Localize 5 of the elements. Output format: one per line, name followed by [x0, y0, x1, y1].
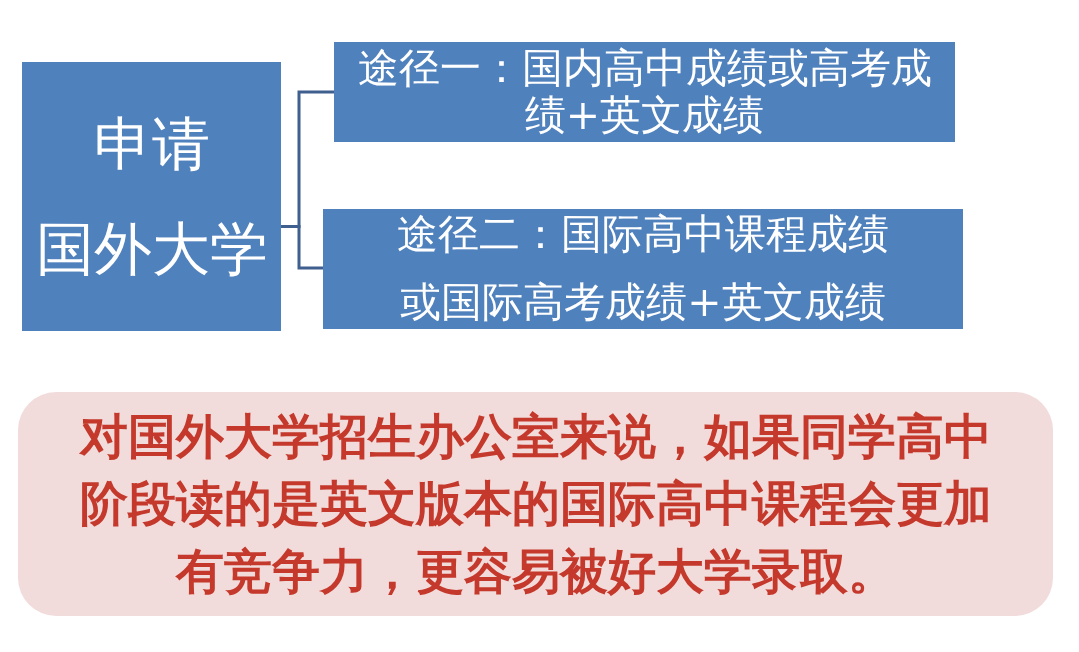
note-box: 对国外大学招生办公室来说，如果同学高中阶段读的是英文版本的国际高中课程会更加有竞争力，更容易被好大学录取。 — [18, 392, 1053, 616]
bracket-connector — [281, 225, 323, 270]
route-box: 途径二：国际高中课程成绩或国际高考成绩+英文成绩 — [323, 209, 963, 329]
topic-box: 申请国外大学 — [22, 62, 281, 331]
route-box: 途径一：国内高中成绩或高考成绩+英文成绩 — [334, 42, 955, 142]
